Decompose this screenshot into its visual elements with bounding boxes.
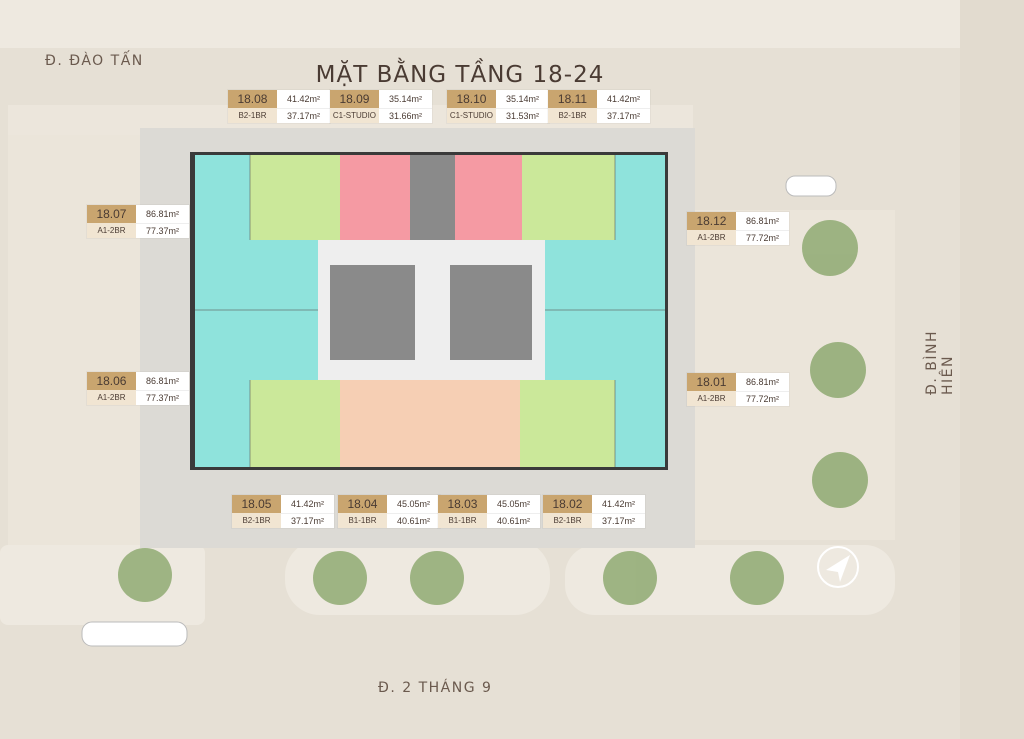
unit-code: 18.01 (687, 373, 736, 392)
unit-gross-area: 86.81m² (135, 205, 189, 224)
north-arrow-icon (817, 546, 859, 588)
car-icon (785, 175, 837, 197)
unit-code: 18.02 (543, 495, 592, 514)
unit-gross-area: 41.42m² (596, 90, 650, 109)
unit-type: B1-1BR (438, 513, 487, 528)
unit-gross-area: 41.42m² (276, 90, 330, 109)
unit-code: 18.12 (687, 212, 736, 231)
unit-type: A1-2BR (87, 390, 136, 405)
core-left (330, 265, 415, 360)
unit-code: 18.08 (228, 90, 277, 109)
unit-net-area: 31.53m² (495, 108, 549, 123)
unit-18.05 (250, 380, 340, 467)
unit-net-area: 37.17m² (591, 513, 645, 528)
unit-gross-area: 41.42m² (280, 495, 334, 514)
unit-code: 18.09 (330, 90, 379, 109)
unit-type: B2-1BR (548, 108, 597, 123)
unit-gross-area: 35.14m² (495, 90, 549, 109)
unit-type: B2-1BR (228, 108, 277, 123)
unit-type: B1-1BR (338, 513, 387, 528)
unit-18.11 (522, 155, 615, 240)
road-top (0, 0, 1024, 48)
unit-net-area: 77.37m² (135, 390, 189, 405)
unit-code: 18.03 (438, 495, 487, 514)
unit-type: A1-2BR (87, 223, 136, 238)
unit-code: 18.11 (548, 90, 597, 109)
core-top (410, 155, 455, 240)
unit-type: B2-1BR (543, 513, 592, 528)
unit-gross-area: 86.81m² (735, 373, 789, 392)
unit-18.02 (520, 380, 615, 467)
unit-code: 18.06 (87, 372, 136, 391)
unit-net-area: 37.17m² (596, 108, 650, 123)
page-title: MẶT BẰNG TẦNG 18-24 (315, 62, 605, 88)
street-binh-hien: Đ. BÌNH HIÊN (924, 330, 956, 395)
unit-gross-area: 86.81m² (735, 212, 789, 231)
road-right (960, 0, 1024, 739)
unit-net-area: 40.61m² (386, 513, 440, 528)
unit-gross-area: 45.05m² (386, 495, 440, 514)
core-right (450, 265, 532, 360)
unit-18.08 (250, 155, 340, 240)
unit-code: 18.07 (87, 205, 136, 224)
unit-net-area: 40.61m² (486, 513, 540, 528)
unit-type: B2-1BR (232, 513, 281, 528)
unit-18.09 (340, 155, 410, 240)
unit-type: A1-2BR (687, 230, 736, 245)
unit-18.04 (340, 380, 430, 467)
site-plot-left (8, 135, 143, 545)
unit-net-area: 77.37m² (135, 223, 189, 238)
lot-bottom-left (0, 545, 205, 625)
street-2-thang-9: Đ. 2 THÁNG 9 (378, 680, 493, 696)
unit-18.03 (430, 380, 520, 467)
unit-gross-area: 35.14m² (378, 90, 432, 109)
unit-net-area: 31.66m² (378, 108, 432, 123)
unit-code: 18.10 (447, 90, 496, 109)
unit-net-area: 77.72m² (735, 230, 789, 245)
unit-type: A1-2BR (687, 391, 736, 406)
unit-net-area: 77.72m² (735, 391, 789, 406)
unit-18.10 (455, 155, 522, 240)
trees (118, 220, 868, 605)
unit-net-area: 37.17m² (276, 108, 330, 123)
unit-net-area: 37.17m² (280, 513, 334, 528)
street-dao-tan: Đ. ĐÀO TẤN (45, 53, 144, 69)
unit-gross-area: 45.05m² (486, 495, 540, 514)
unit-type: C1-STUDIO (330, 108, 379, 123)
unit-code: 18.05 (232, 495, 281, 514)
car-icon (81, 621, 188, 647)
unit-type: C1-STUDIO (447, 108, 496, 123)
unit-gross-area: 41.42m² (591, 495, 645, 514)
unit-code: 18.04 (338, 495, 387, 514)
unit-gross-area: 86.81m² (135, 372, 189, 391)
